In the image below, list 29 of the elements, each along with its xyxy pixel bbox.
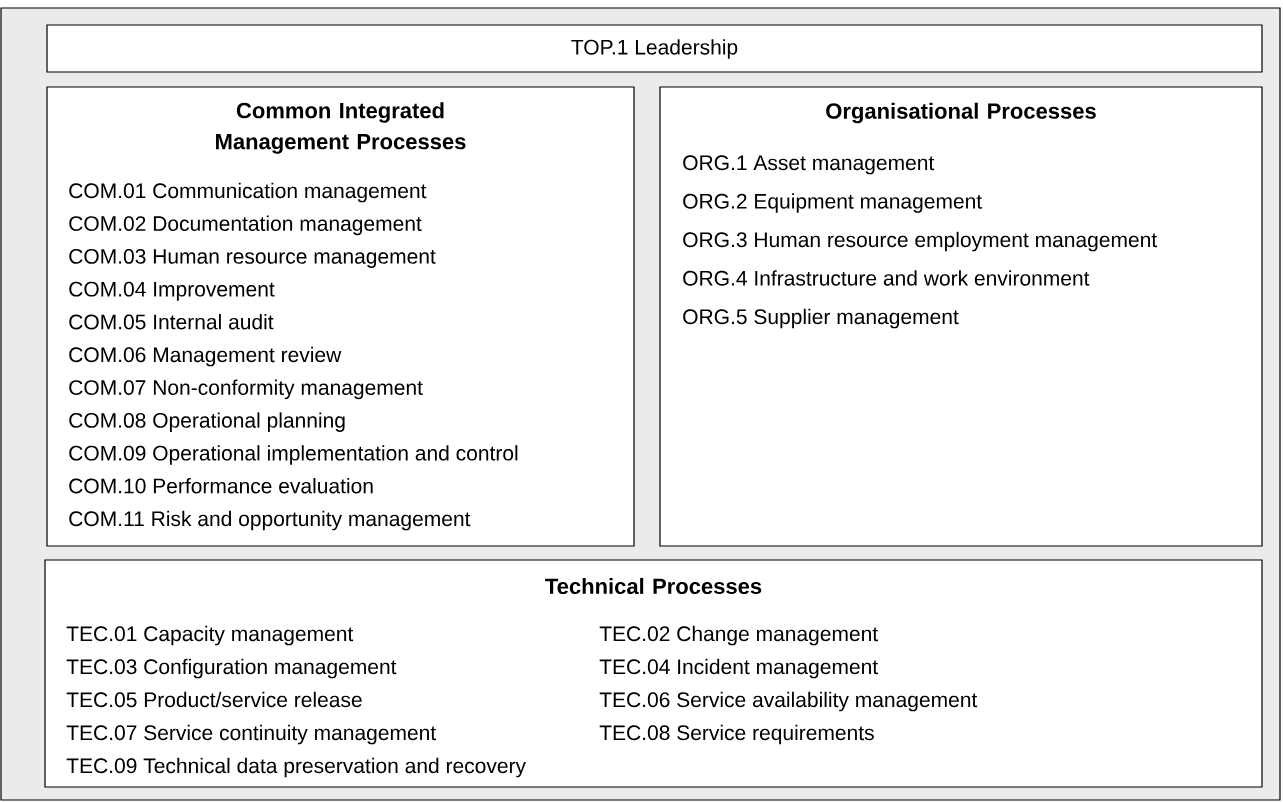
list-item: ORG.5 Supplier management [683, 308, 959, 329]
list-item: ORG.3 Human resource employment management [683, 231, 1157, 252]
list-item: COM.07 Non-conformity management [69, 379, 423, 400]
list-item: TEC.08 Service requirements [599, 724, 874, 745]
box-heading: Common Integrated Management Processes [216, 102, 466, 154]
list-item: TEC.07 Service continuity management [66, 724, 436, 745]
list-item: ORG.2 Equipment management [683, 193, 982, 213]
list-item: COM.09 Operational implementation and control [69, 445, 518, 465]
list-item: ORG.1 Asset management [683, 155, 935, 175]
list-item: COM.05 Internal audit [69, 314, 274, 330]
box-title: TOP.1 Leadership [571, 39, 738, 59]
list-item: TEC.05 Product/service release [66, 691, 362, 708]
box-heading: Organisational Processes [826, 102, 1096, 124]
list-item: COM.02 Documentation management [69, 215, 422, 236]
list-item: TEC.04 Incident management [599, 658, 878, 679]
list-item: TEC.06 Service availability management [599, 691, 978, 712]
list-item: COM.11 Risk and opportunity management [69, 510, 471, 531]
list-item: COM.06 Management review [69, 346, 342, 367]
list-item: TEC.02 Change management [599, 625, 878, 646]
list-item: TEC.01 Capacity management [66, 625, 354, 646]
list-item: ORG.4 Infrastructure and work environment [683, 270, 1090, 286]
list-item: COM.03 Human resource management [69, 248, 436, 268]
list-item: COM.08 Operational planning [69, 412, 345, 432]
list-item: COM.10 Performance evaluation [69, 478, 373, 494]
list-item: COM.01 Communication management [69, 182, 427, 203]
list-item: TEC.03 Configuration management [66, 658, 397, 679]
list-item: COM.04 Improvement [69, 281, 275, 301]
list-item: TEC.09 Technical data preservation and recovery [66, 757, 526, 778]
box-heading: Technical Processes [545, 577, 762, 595]
